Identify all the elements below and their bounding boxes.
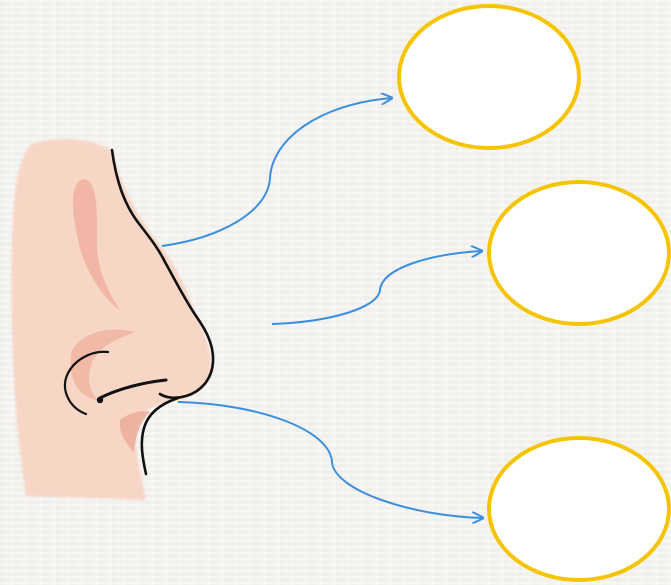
arrow-to-middle-label [272,251,482,324]
nostril-dot [97,397,103,403]
label-box-middle[interactable] [489,182,669,324]
arrow-to-top-label [162,98,392,246]
nose-illustration-icon [12,139,214,500]
label-box-bottom[interactable] [489,438,669,580]
arrow-to-bottom-label [178,402,483,518]
label-box-top[interactable] [399,6,579,148]
nose-skin [12,139,212,500]
